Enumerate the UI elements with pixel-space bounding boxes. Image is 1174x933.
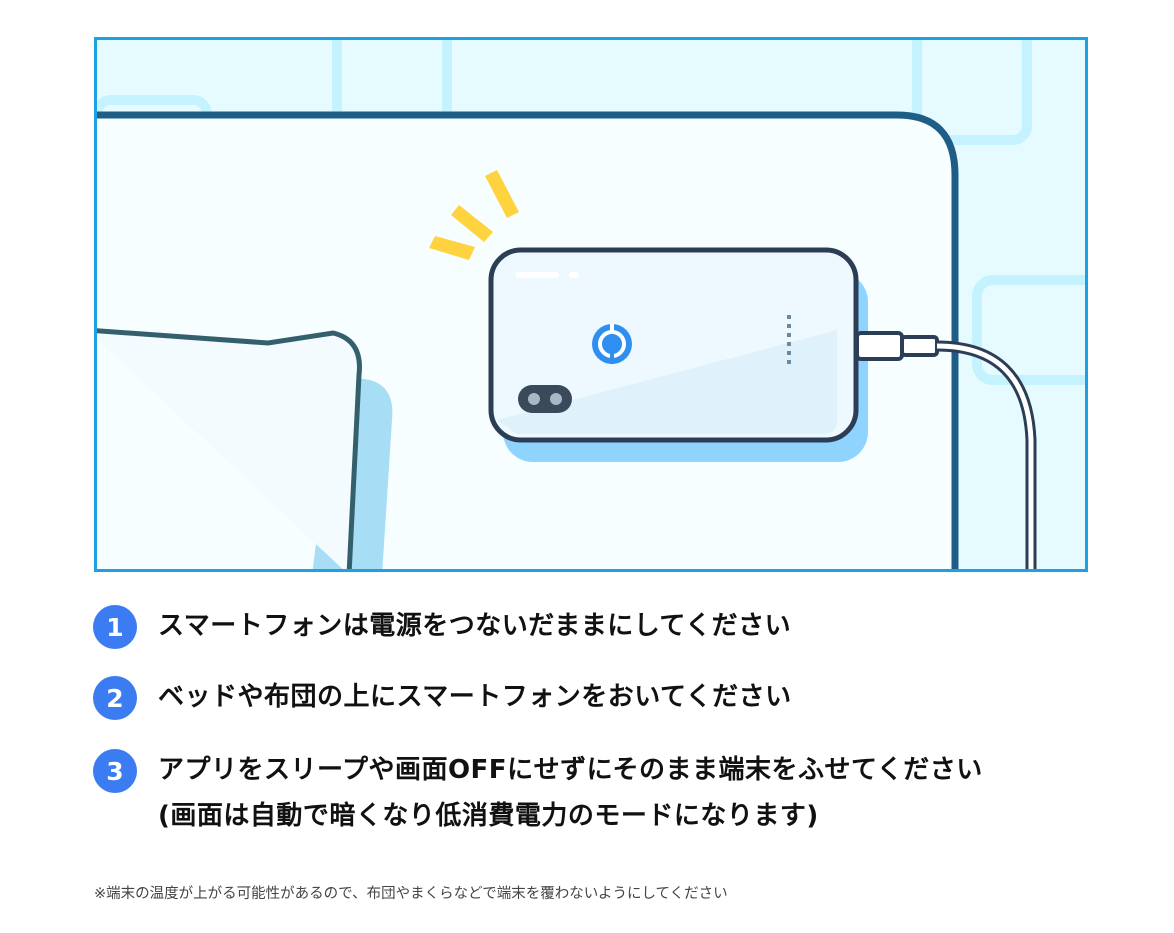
step-text: ベッドや布団の上にスマートフォンをおいてください: [158, 682, 792, 712]
step-text: スマートフォンは電源をつないだままにしてください: [158, 611, 792, 641]
step-2: 2 ベッドや布団の上にスマートフォンをおいてください: [93, 676, 792, 720]
step-text: アプリをスリープや画面OFFにせずにそのまま端末をふせてください: [158, 755, 983, 785]
step-1: 1 スマートフォンは電源をつないだままにしてください: [93, 605, 791, 649]
cable: [855, 331, 1037, 569]
step-number-badge: 3: [93, 749, 137, 793]
illustration-phone-on-bed: [94, 37, 1088, 572]
step-subtext: (画面は自動で暗くなり低消費電力のモードになります): [158, 801, 819, 831]
app-logo-icon: [592, 324, 632, 364]
camera-icon: [518, 385, 572, 413]
pillow: [97, 328, 362, 569]
step-3: 3 アプリをスリープや画面OFFにせずにそのまま端末をふせてください (画面は自…: [93, 749, 983, 839]
caution-note: ※端末の温度が上がる可能性があるので、布団やまくらなどで端末を覆わないようにして…: [94, 886, 728, 902]
step-number-badge: 2: [93, 676, 137, 720]
vibration-sparks: [429, 170, 519, 260]
step-number-badge: 1: [93, 605, 137, 649]
